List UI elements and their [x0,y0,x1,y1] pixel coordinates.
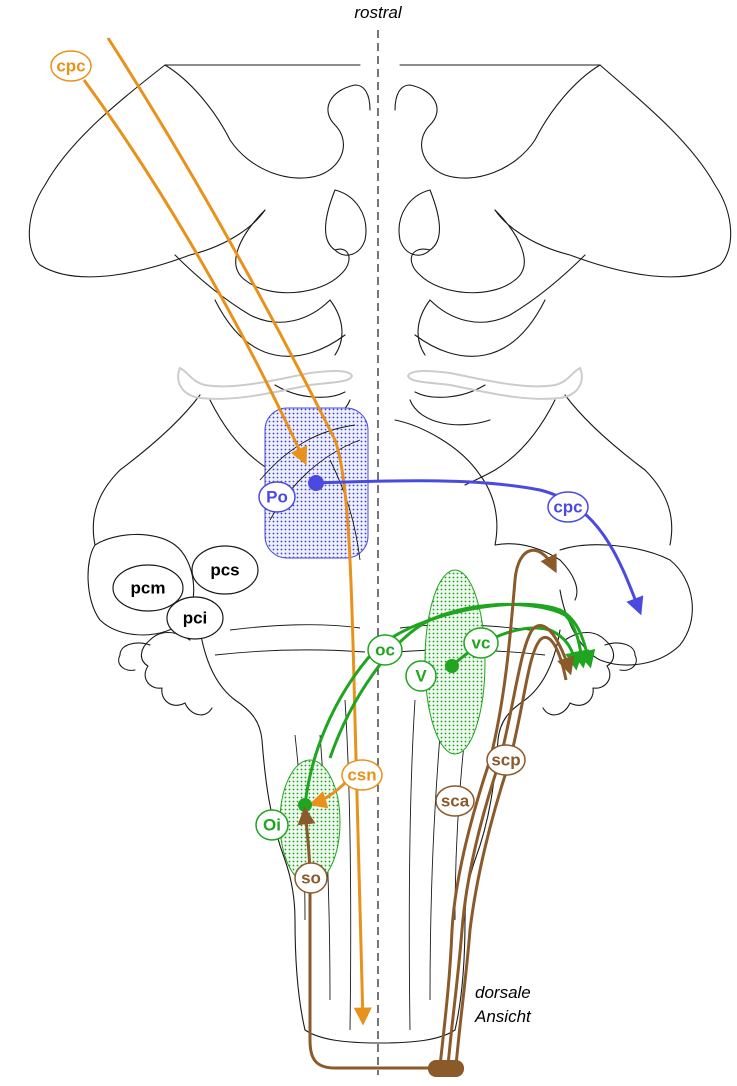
svg-text:so: so [301,869,321,888]
label-v: V [406,661,436,691]
svg-text:csn: csn [347,766,376,785]
label-po: Po [259,482,295,512]
svg-text:cpc: cpc [56,57,85,76]
svg-text:Oi: Oi [263,816,281,835]
svg-text:V: V [415,667,427,686]
caption-view-line1: dorsale [475,983,531,1002]
svg-text:vc: vc [472,634,491,653]
label-scp: scp [487,745,525,775]
label-pci: pci [183,609,208,628]
caption-rostral: rostral [354,3,402,22]
svg-text:cpc: cpc [553,498,582,517]
label-vc: vc [464,628,498,658]
svg-text:oc: oc [375,641,395,660]
faint-band [178,368,582,399]
label-so: so [295,863,327,893]
label-oi: Oi [256,810,288,840]
label-sca: sca [436,786,474,816]
label-cpc-top: cpc [51,51,91,81]
label-oc: oc [368,635,402,665]
svg-text:Po: Po [266,488,288,507]
caption-view-line2: Ansicht [474,1007,532,1026]
svg-text:scp: scp [491,751,520,770]
svg-text:sca: sca [441,792,470,811]
label-csn: csn [342,760,382,790]
label-pcs: pcs [210,561,239,580]
label-pcm: pcm [131,579,166,598]
label-cpc-right: cpc [548,492,588,522]
brainstem-outline [29,65,730,1043]
